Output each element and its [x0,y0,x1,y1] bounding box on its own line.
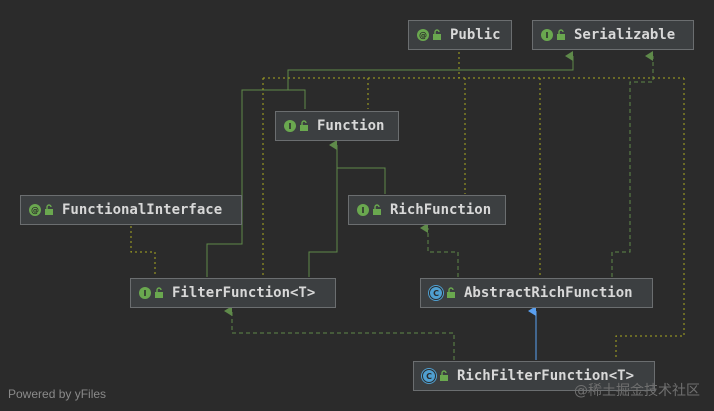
watermark: @稀土掘金技术社区 [574,383,700,399]
edge-abstractrichfunction-to-richfunction [420,223,459,277]
lock-icon [557,29,565,40]
edge-function-to-serializable [287,51,574,109]
edge-richfunction-to-function [337,167,386,194]
node-label: FunctionalInterface [62,202,223,218]
node-label: AbstractRichFunction [464,285,633,301]
node-label: Function [317,118,385,134]
node-serializable[interactable]: I Serializable [532,20,694,50]
interface-badge-icon: I [357,204,369,216]
lock-icon [440,370,448,381]
annotation-badge-icon: @ [417,29,429,41]
edge-annotation-public-hub [263,52,684,79]
node-filterfunction[interactable]: I FilterFunction<T> [130,278,336,308]
node-label: Serializable [574,27,676,43]
node-public[interactable]: @ Public [408,20,512,50]
node-functionalinterface[interactable]: @ FunctionalInterface [20,195,242,225]
node-label: Public [450,27,501,43]
edge-richfilterfunction-to-filterfunction [224,306,455,360]
interface-badge-icon: I [139,287,151,299]
interface-badge-icon: I [284,120,296,132]
powered-by-footer: Powered by yFiles [8,387,107,401]
node-richfunction[interactable]: I RichFunction [348,195,506,225]
node-label: RichFunction [390,202,492,218]
abstract-class-badge-icon: C [429,286,443,300]
lock-icon [447,287,455,298]
abstract-class-badge-icon: C [422,369,436,383]
lock-icon [155,287,163,298]
edge-functionalinterface-to-filterfunction [130,226,156,277]
lock-icon [433,29,441,40]
edge-filterfunction-to-serializable [206,89,288,277]
edge-abstractrichfunction-to-serializable [611,51,654,277]
edge-filterfunction-to-function [308,140,338,277]
annotation-badge-icon: @ [29,204,41,216]
interface-badge-icon: I [541,29,553,41]
lock-icon [373,204,381,215]
lock-icon [45,204,53,215]
edge-annotation-richfilterfunction [615,78,685,360]
node-abstractrichfunction[interactable]: C AbstractRichFunction [420,278,653,308]
node-label: FilterFunction<T> [172,285,316,301]
node-label: RichFilterFunction<T> [457,368,635,384]
node-function[interactable]: I Function [275,111,399,141]
lock-icon [300,120,308,131]
node-richfilterfunction[interactable]: C RichFilterFunction<T> [413,361,655,391]
